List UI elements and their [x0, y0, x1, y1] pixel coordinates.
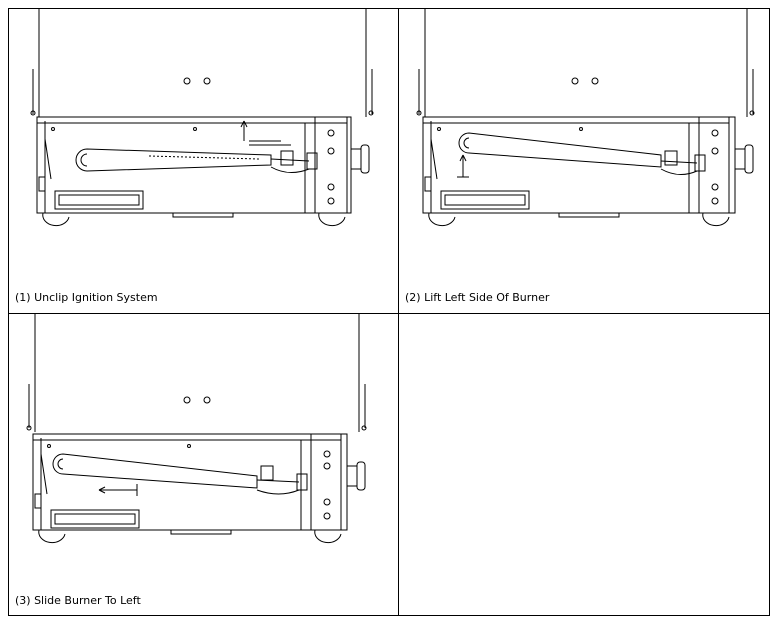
step-cell-2: (2) Lift Left Side Of Burner [398, 8, 770, 314]
burner-diagram-3 [26, 314, 367, 544]
step-caption-3: (3) Slide Burner To Left [15, 594, 141, 607]
step-cell-1: (1) Unclip Ignition System [8, 8, 399, 314]
burner-diagram-1 [30, 9, 374, 227]
empty-cell [398, 313, 770, 616]
step-caption-2: (2) Lift Left Side Of Burner [405, 291, 550, 304]
step-caption-1: (1) Unclip Ignition System [15, 291, 158, 304]
burner-diagram-2 [416, 9, 755, 227]
step-cell-3: (3) Slide Burner To Left [8, 313, 399, 616]
